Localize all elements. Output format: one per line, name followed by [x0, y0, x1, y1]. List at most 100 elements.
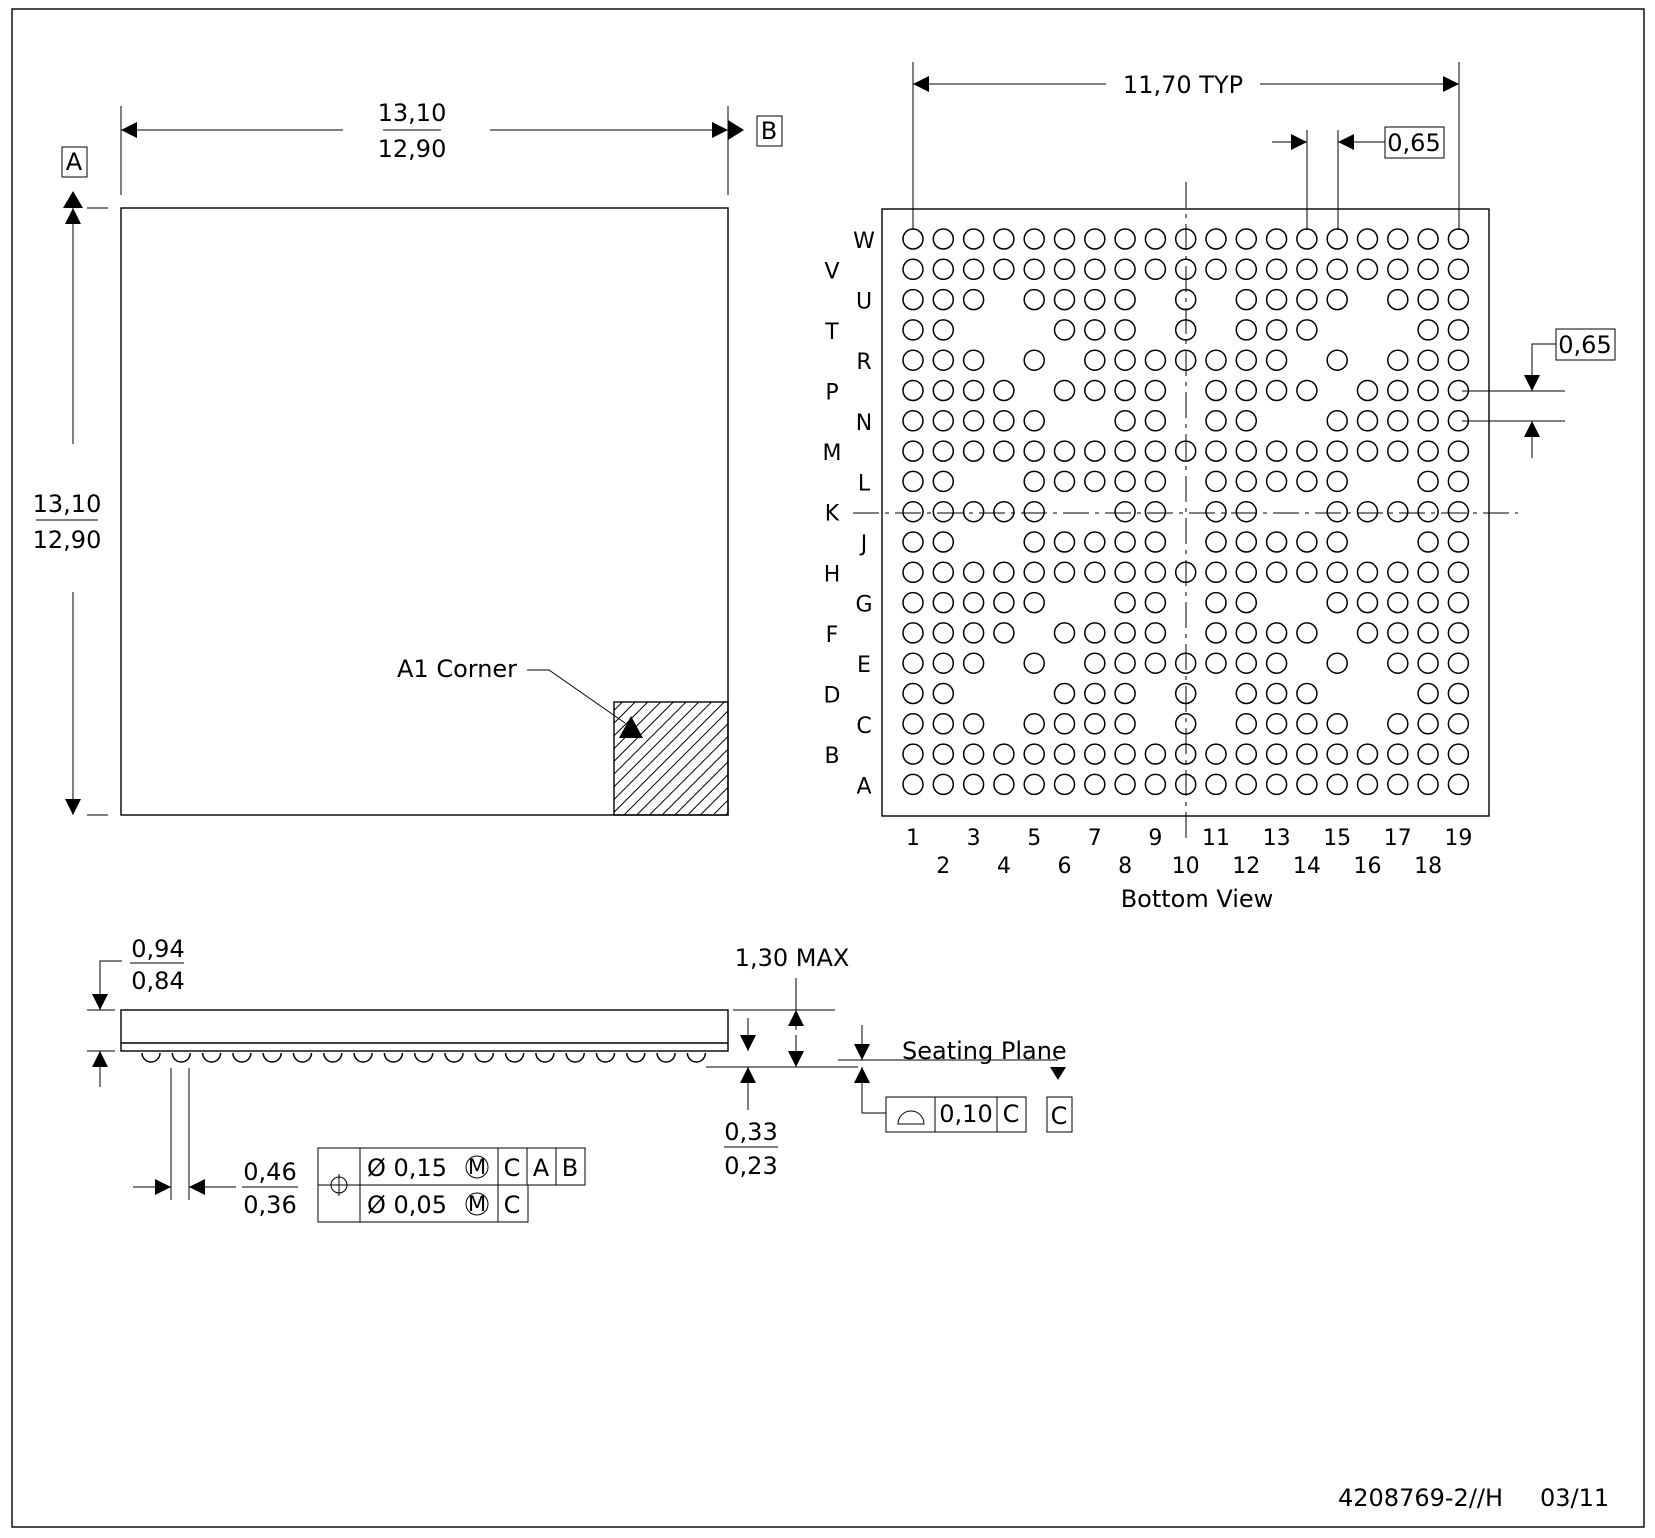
- ball-W11: [1205, 228, 1227, 250]
- ball-R1: [902, 349, 924, 371]
- ball-H14: [1296, 561, 1318, 584]
- row-label-L: L: [858, 471, 871, 496]
- ball-A5: [1023, 773, 1045, 796]
- ball-P8: [1114, 379, 1136, 402]
- ball-W17: [1387, 228, 1409, 250]
- ball-F9: [1144, 622, 1167, 644]
- ball-U5: [1023, 288, 1045, 311]
- side-ball: [595, 1052, 616, 1063]
- drawing-date: 03/11: [1540, 1484, 1609, 1512]
- height-dim-upper: 13,10: [33, 490, 102, 518]
- ball-W15: [1326, 228, 1348, 250]
- modifier-m-2: M: [468, 1192, 486, 1216]
- ball-L14: [1296, 470, 1318, 493]
- ball-F17: [1387, 622, 1409, 644]
- ball-A16: [1356, 773, 1379, 796]
- ball-D13: [1265, 682, 1288, 705]
- ball-B11: [1205, 743, 1227, 765]
- col-label-14: 14: [1293, 854, 1321, 879]
- ball-K9: [1144, 500, 1167, 523]
- side-ball: [201, 1052, 222, 1063]
- ball-K8: [1114, 500, 1136, 523]
- ball-N5: [1023, 410, 1045, 432]
- ball-H8: [1114, 561, 1136, 584]
- ball-N1: [902, 410, 924, 432]
- ball-L12: [1235, 470, 1258, 493]
- ball-W18: [1417, 228, 1439, 250]
- ball-B17: [1387, 743, 1409, 765]
- ball-C5: [1023, 713, 1045, 735]
- ball-E9: [1144, 652, 1167, 674]
- a1-corner-leader: [527, 669, 626, 724]
- ball-W8: [1114, 228, 1136, 250]
- ball-F1: [902, 622, 924, 644]
- drawing-number: 4208769-2//H: [1338, 1484, 1503, 1512]
- ball-T14: [1296, 319, 1318, 341]
- ball-V7: [1084, 258, 1106, 281]
- ball-C1: [902, 713, 924, 735]
- ball-V8: [1114, 258, 1136, 281]
- ball-V18: [1417, 258, 1439, 281]
- ball-W13: [1265, 228, 1288, 250]
- row-label-P: P: [825, 381, 838, 406]
- ball-A13: [1265, 773, 1288, 796]
- ball-G15: [1326, 591, 1348, 614]
- ball-C15: [1326, 713, 1348, 735]
- ball-B13: [1265, 743, 1288, 765]
- ball-E1: [902, 652, 924, 674]
- ball-J5: [1023, 531, 1045, 553]
- ball-U14: [1296, 288, 1318, 311]
- datum-b-label: B: [761, 117, 777, 145]
- width-dim-upper: 13,10: [378, 99, 447, 127]
- datum-a-arrow-icon: [63, 191, 83, 208]
- drawing-frame: [11, 8, 1645, 1528]
- ball-V9: [1144, 258, 1167, 281]
- ball-C14: [1296, 713, 1318, 735]
- ball-M19: [1447, 440, 1470, 462]
- ball-E19: [1447, 652, 1470, 674]
- ball-P7: [1084, 379, 1106, 402]
- ball-U17: [1387, 288, 1409, 311]
- ball-E13: [1265, 652, 1288, 674]
- row-label-T: T: [824, 320, 839, 345]
- side-ball: [565, 1052, 585, 1063]
- row-label-R: R: [856, 350, 871, 375]
- ball-T6: [1053, 319, 1076, 341]
- ball-F13: [1265, 622, 1288, 644]
- ball-B4: [993, 743, 1015, 765]
- col-label-5: 5: [1027, 826, 1041, 851]
- ball-B18: [1417, 743, 1439, 765]
- ball-H5: [1023, 561, 1045, 584]
- pitch-v-label: 0,65: [1558, 331, 1611, 359]
- side-ball: [474, 1052, 495, 1063]
- ball-D8: [1114, 682, 1136, 705]
- side-ball: [262, 1052, 282, 1063]
- side-balls: [141, 1052, 707, 1063]
- ball-W16: [1356, 228, 1379, 250]
- ball-W6: [1053, 228, 1076, 250]
- row-label-U: U: [856, 290, 872, 315]
- ball-P16: [1356, 379, 1379, 402]
- ball-V6: [1053, 258, 1076, 281]
- ball-F8: [1114, 622, 1136, 644]
- body-thickness-lower: 0,84: [131, 967, 184, 995]
- datum-b-arrow-icon: [728, 120, 744, 140]
- ball-J7: [1084, 531, 1106, 553]
- ball-T2: [932, 319, 955, 341]
- ball-F7: [1084, 622, 1106, 644]
- side-ball: [323, 1052, 343, 1063]
- ball-J11: [1205, 531, 1227, 553]
- row-label-E: E: [857, 653, 871, 678]
- coplanarity-value: 0,10: [939, 1100, 992, 1128]
- ball-B1: [902, 743, 924, 765]
- ball-J14: [1296, 531, 1318, 553]
- profile-surface-icon: [897, 1110, 925, 1125]
- ball-W3: [962, 228, 985, 250]
- ball-L18: [1417, 470, 1439, 493]
- ball-J12: [1235, 531, 1258, 553]
- ball-R15: [1326, 349, 1348, 371]
- ball-R8: [1114, 349, 1136, 371]
- ball-G9: [1144, 591, 1167, 614]
- ball-R5: [1023, 349, 1045, 371]
- ball-V14: [1296, 258, 1318, 281]
